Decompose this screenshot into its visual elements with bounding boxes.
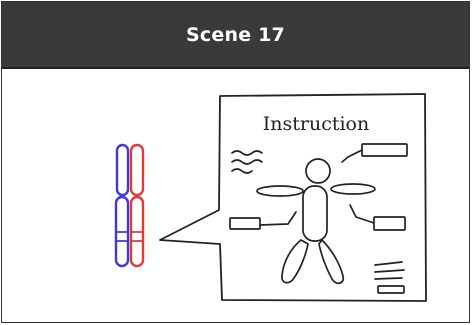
callout-top-right — [341, 143, 408, 163]
scene-header: Scene 17 — [2, 2, 469, 69]
figure-leg-right — [318, 239, 345, 285]
speech-bubble — [159, 93, 427, 302]
figure-torso — [302, 185, 328, 242]
figure-arm-right — [330, 183, 376, 195]
squiggle-lines-icon — [231, 150, 263, 174]
human-figure-icon — [256, 158, 376, 285]
callout-right — [349, 204, 406, 231]
red-chromatid-upper — [129, 143, 145, 197]
figure-arm-left — [256, 185, 304, 197]
text-lines-icon — [374, 261, 405, 294]
instruction-panel — [159, 93, 427, 302]
blue-chromatid-upper — [115, 143, 130, 197]
callout-left — [229, 211, 297, 230]
scene-title: Scene 17 — [186, 23, 285, 46]
figure-head — [305, 158, 331, 184]
blue-chromatid-lower — [114, 195, 130, 268]
chromosome-icon — [114, 143, 145, 268]
figure-leg-left — [281, 239, 309, 284]
instruction-label: Instruction — [263, 113, 369, 135]
